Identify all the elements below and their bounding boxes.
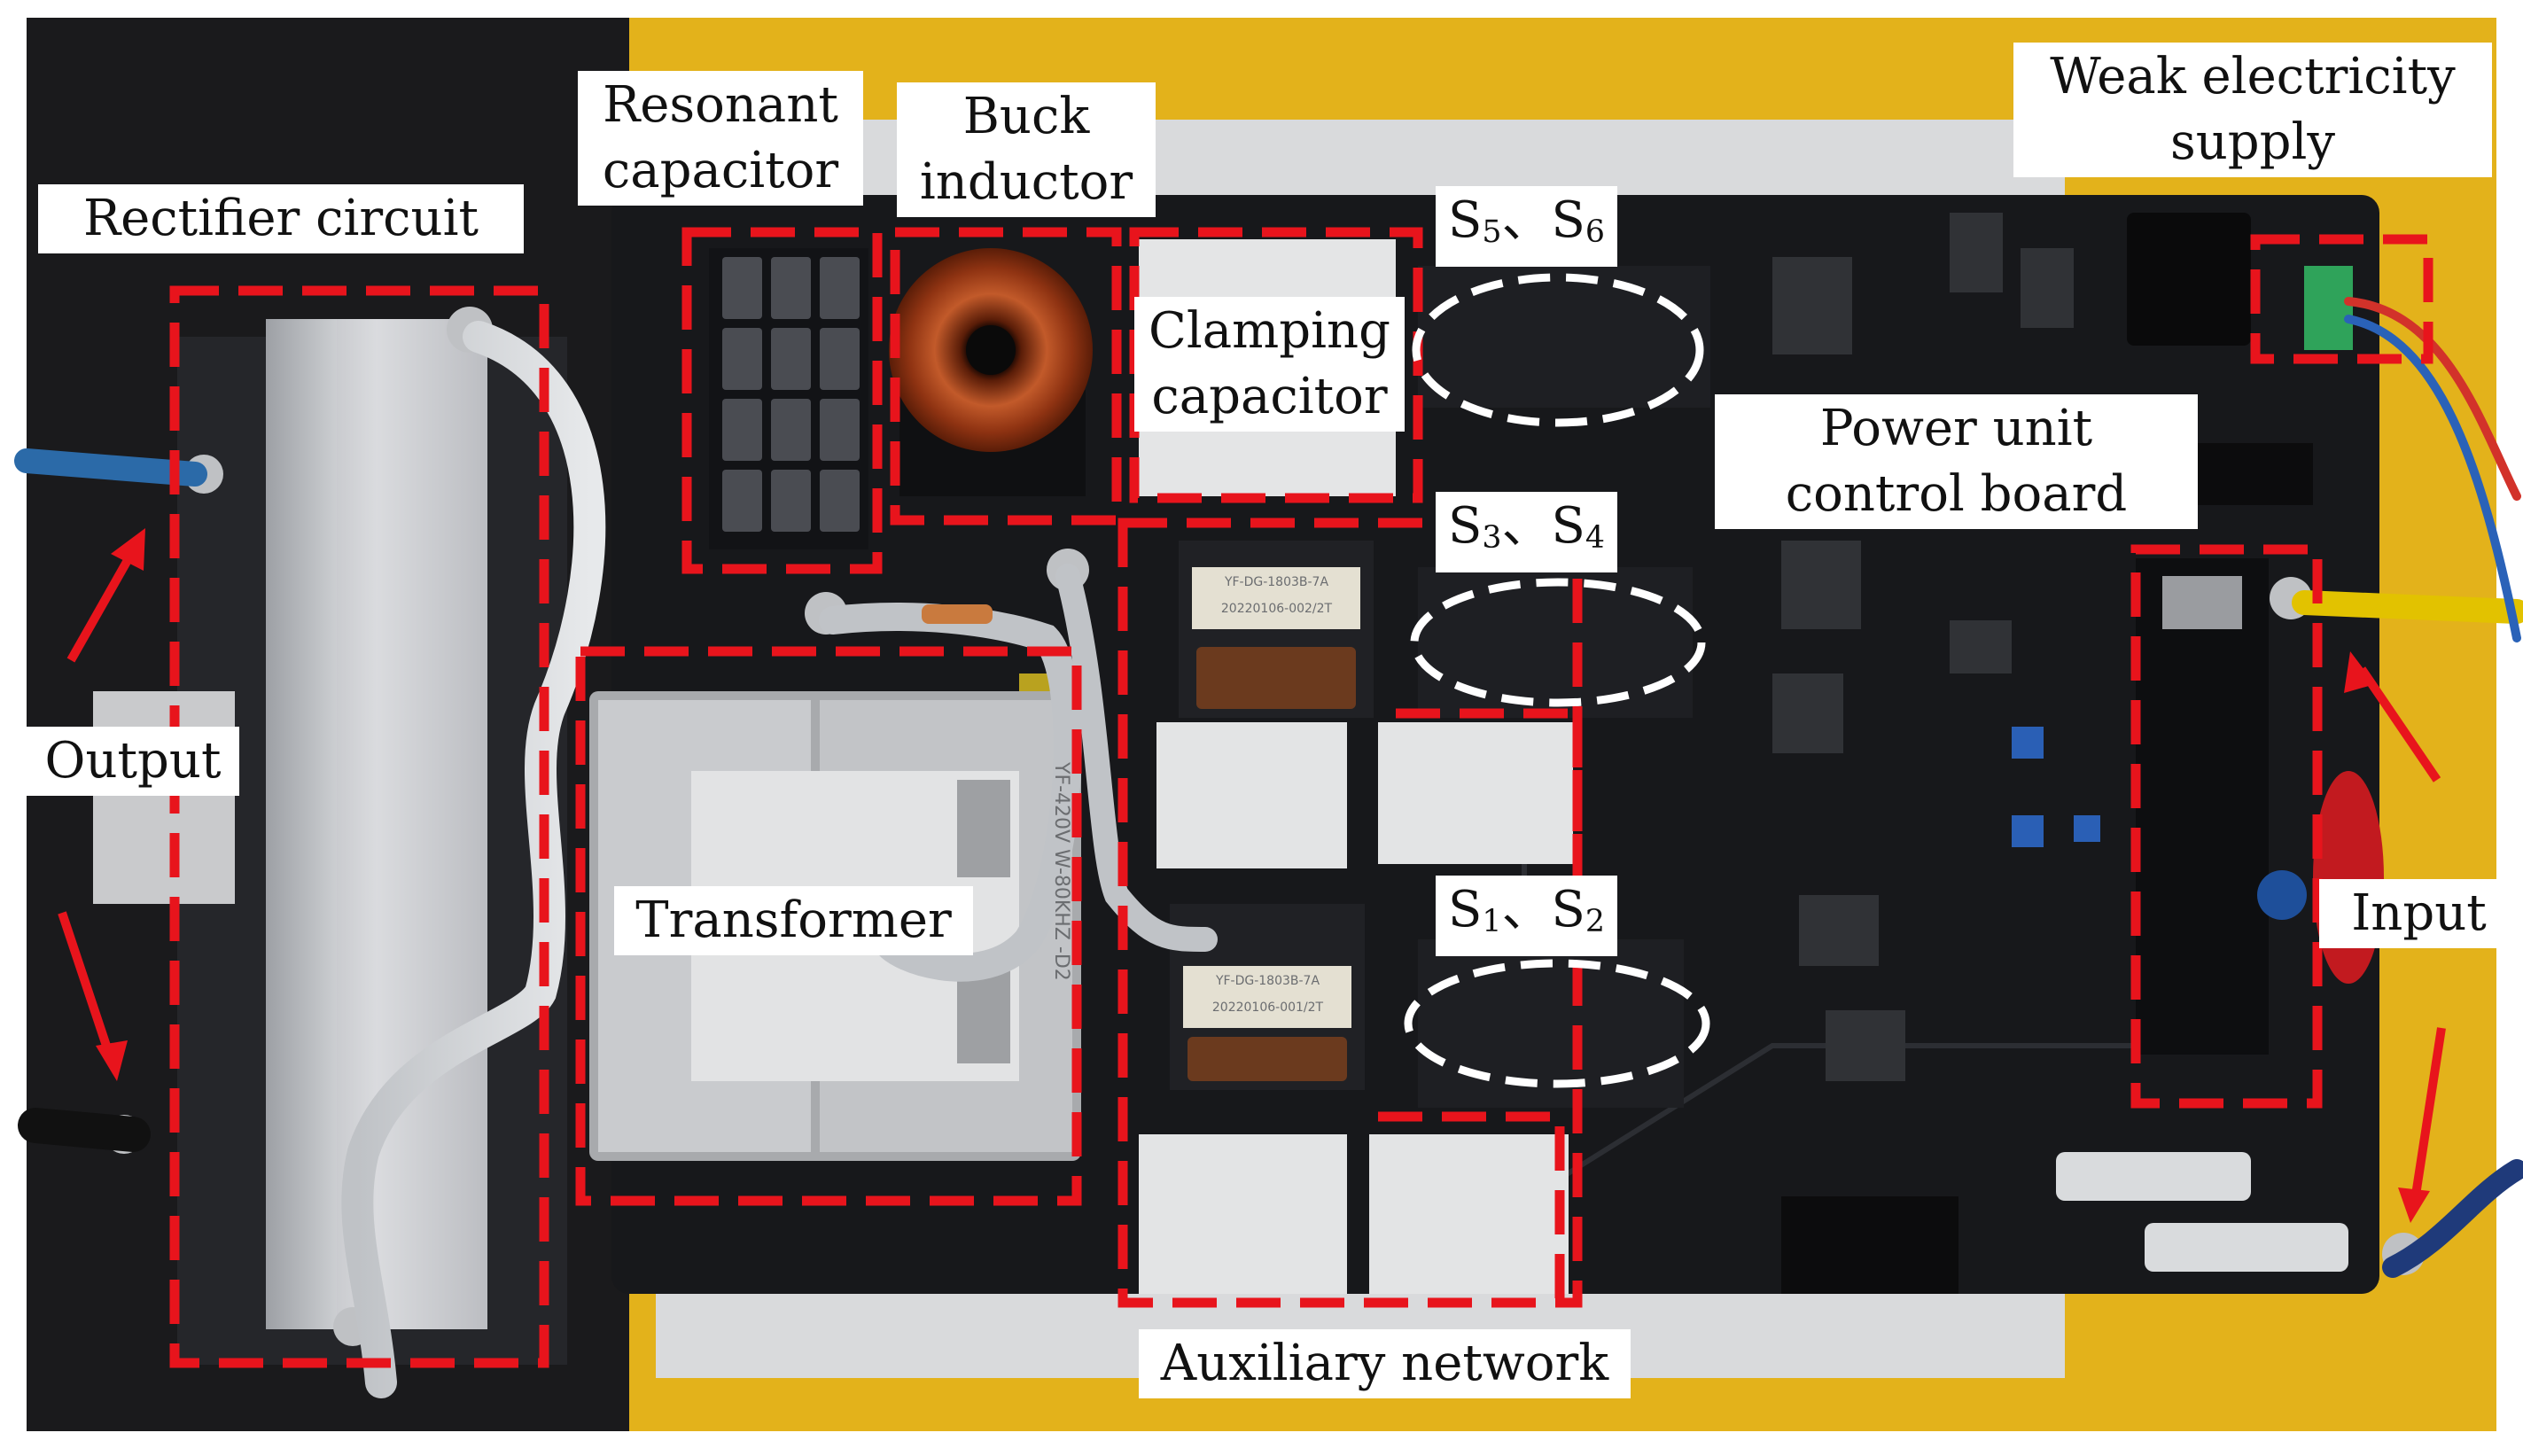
label-line: Input bbox=[2351, 884, 2487, 942]
switch-s3-s4-outline bbox=[1410, 578, 1706, 707]
power-unit-control-board bbox=[2136, 558, 2269, 1055]
label-buck-inductor: Buck inductor bbox=[897, 82, 1156, 217]
marking-line: 20220106-002/2T bbox=[1220, 602, 1333, 616]
transformer-box bbox=[575, 646, 1082, 1206]
label-line: Buck bbox=[962, 88, 1090, 145]
marking-line: -D2 bbox=[1050, 946, 1072, 981]
marking-line: YF-DG-1803B-7A bbox=[1224, 575, 1329, 589]
switch-subscript: 6 bbox=[1585, 214, 1605, 251]
switch-letter: S bbox=[1448, 881, 1483, 938]
label-switch-s5-s6: S5、S6 bbox=[1436, 186, 1617, 268]
input-connector-block bbox=[2162, 576, 2242, 629]
rectifier-circuit-box bbox=[169, 285, 549, 1368]
label-switch-s3-s4: S3、S4 bbox=[1436, 492, 1617, 573]
label-line: supply bbox=[2169, 113, 2336, 171]
arrow-output-down bbox=[58, 911, 128, 1081]
auxiliary-network-capacitors bbox=[1139, 722, 1573, 1294]
weak-supply-module bbox=[2127, 213, 2251, 346]
marking-line: YF-DG-1803B-7A bbox=[1215, 974, 1320, 988]
smd-components bbox=[1772, 213, 2074, 1081]
resonant-capacitor-box bbox=[681, 227, 883, 574]
label-line: Transformer bbox=[635, 892, 952, 949]
copper-ring-lug bbox=[922, 604, 993, 624]
label-line: Clamping bbox=[1149, 302, 1390, 360]
transformer-marking: YF-420V W-80KHZ -D2 bbox=[891, 762, 1077, 1081]
dc-dc-heatsink bbox=[1781, 1196, 1958, 1294]
switch-subscript: 3 bbox=[1482, 520, 1502, 557]
marking-line: 20220106-001/2T bbox=[1211, 1001, 1324, 1015]
trim-potentiometers bbox=[2012, 727, 2100, 847]
switch-separator: 、 bbox=[1501, 497, 1552, 555]
buck-inductor-coil bbox=[889, 248, 1093, 496]
regulator-heatsink bbox=[2198, 443, 2313, 505]
switch-subscript: 4 bbox=[1585, 520, 1605, 557]
switch-s5-s6-outline bbox=[1412, 273, 1704, 427]
aux-transformer-bottom bbox=[1170, 904, 1365, 1090]
aux-transformer-top-marking: YF-DG-1803B-7A 20220106-002/2T bbox=[1195, 569, 1359, 622]
red-capacitor bbox=[2313, 771, 2384, 984]
switch-letter: S bbox=[1551, 881, 1585, 938]
switch-subscript: 5 bbox=[1482, 214, 1502, 251]
label-auxiliary-network: Auxiliary network bbox=[1139, 1329, 1631, 1398]
label-resonant-capacitor: Resonant capacitor bbox=[578, 71, 863, 206]
label-line: Auxiliary network bbox=[1160, 1335, 1609, 1392]
aux-transformer-top bbox=[1179, 541, 1374, 718]
label-power-unit-control-board: Power unit control board bbox=[1715, 394, 2198, 529]
label-line: Power unit bbox=[1819, 400, 2093, 457]
switch-letter: S bbox=[1551, 191, 1585, 249]
switch-s1-s2-outline bbox=[1404, 959, 1710, 1088]
label-line: inductor bbox=[919, 153, 1133, 211]
marking-line: YF-420V bbox=[1050, 762, 1072, 844]
fuses bbox=[2056, 1152, 2348, 1272]
switch-separator: 、 bbox=[1501, 881, 1552, 938]
switch-module-areas bbox=[1418, 266, 1710, 1108]
pcb-trace-line bbox=[1558, 1043, 2198, 1181]
label-line: S1、S2 bbox=[1448, 877, 1605, 954]
label-line: Output bbox=[44, 732, 222, 790]
control-board-box bbox=[2130, 544, 2323, 1109]
label-line: Rectifier circuit bbox=[82, 190, 479, 247]
switch-subscript: 2 bbox=[1585, 904, 1605, 940]
marking-line: W-80KHZ bbox=[1050, 849, 1072, 940]
switch-letter: S bbox=[1448, 497, 1483, 555]
arrow-input-up bbox=[2344, 651, 2441, 783]
label-switch-s1-s2: S1、S2 bbox=[1436, 876, 1617, 957]
switch-letter: S bbox=[1551, 497, 1585, 555]
label-rectifier-circuit: Rectifier circuit bbox=[38, 184, 524, 253]
switch-separator: 、 bbox=[1501, 191, 1552, 249]
aux-network-divider bbox=[1378, 708, 1583, 1303]
label-line: control board bbox=[1785, 465, 2128, 523]
label-input: Input bbox=[2319, 879, 2519, 948]
pointer-arrows bbox=[58, 528, 2446, 1223]
label-clamping-capacitor: Clamping capacitor bbox=[1134, 297, 1405, 432]
label-line: capacitor bbox=[1151, 368, 1388, 425]
green-terminal-block bbox=[2304, 266, 2353, 350]
resonant-capacitor-bank bbox=[709, 248, 868, 549]
switch-outlines bbox=[1404, 273, 1710, 1088]
label-line: S3、S4 bbox=[1448, 494, 1605, 571]
label-line: capacitor bbox=[602, 142, 839, 199]
label-transformer: Transformer bbox=[614, 886, 973, 955]
switch-letter: S bbox=[1448, 191, 1483, 249]
weak-supply-box bbox=[2250, 234, 2433, 364]
label-line: S5、S6 bbox=[1448, 188, 1605, 265]
label-line: Resonant bbox=[603, 76, 838, 134]
label-weak-electricity-supply: Weak electricity supply bbox=[2013, 43, 2492, 177]
label-line: Weak electricity bbox=[2050, 48, 2456, 105]
aux-transformer-bottom-marking: YF-DG-1803B-7A 20220106-001/2T bbox=[1186, 968, 1350, 1021]
label-output: Output bbox=[27, 727, 239, 796]
switch-subscript: 1 bbox=[1482, 904, 1502, 940]
arrow-input-down bbox=[2398, 1027, 2446, 1223]
arrow-output-up bbox=[66, 528, 145, 663]
blue-capacitor bbox=[2257, 870, 2307, 920]
